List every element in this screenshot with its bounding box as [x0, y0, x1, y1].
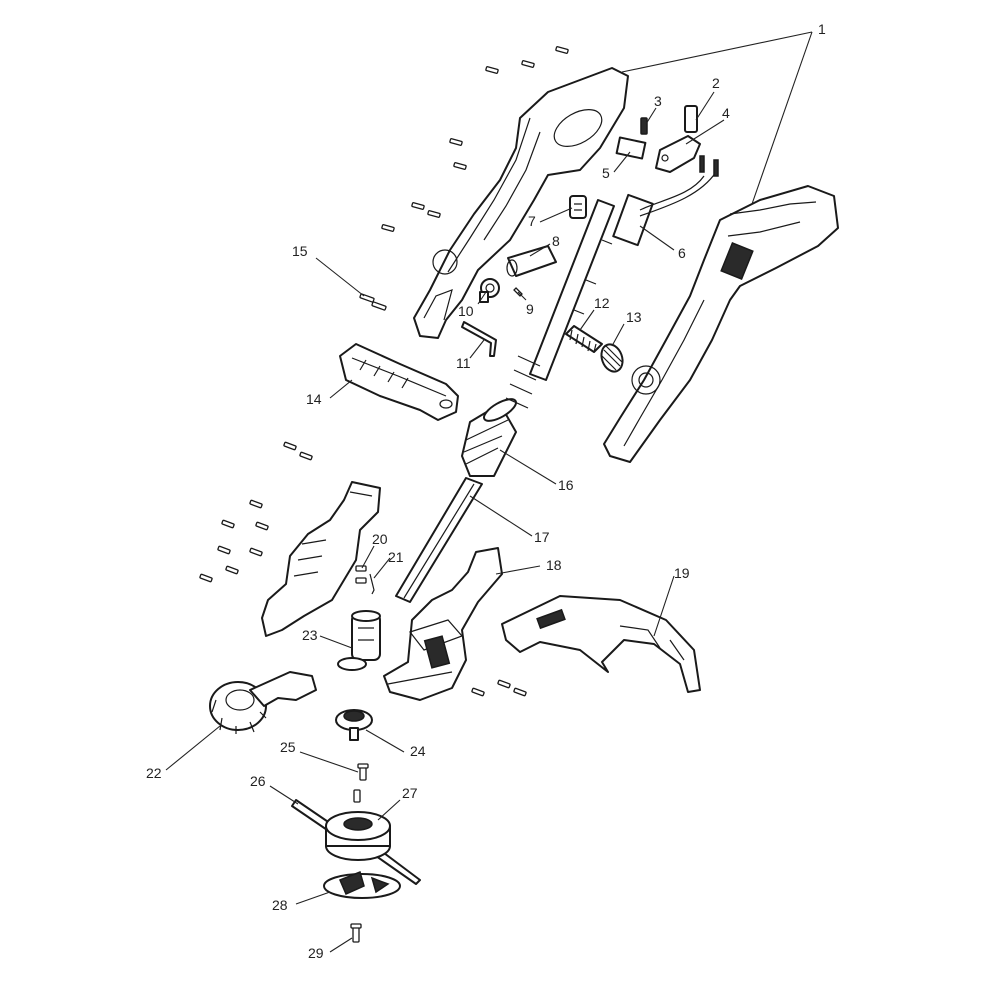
part-28-base-plate: [323, 870, 401, 899]
callout-1: 1: [818, 21, 826, 37]
part-14-front-grip: [339, 343, 459, 421]
lower-housing-left: [261, 481, 381, 637]
part-19-guard: [501, 595, 701, 693]
callout-16: 16: [558, 477, 574, 493]
callout-28: 28: [272, 897, 288, 913]
part-24-gear: [335, 709, 373, 741]
callout-25: 25: [280, 739, 296, 755]
screw-group-lower: [471, 679, 527, 697]
callout-labels: 1 2 3 4 5 6 7 8 9 10 11 12 13 14 15 16 1…: [146, 21, 826, 961]
callout-11: 11: [456, 355, 471, 371]
callout-24: 24: [410, 743, 426, 759]
part-20-screw: [355, 565, 367, 584]
callout-13: 13: [626, 309, 642, 325]
callout-8: 8: [552, 233, 560, 249]
callout-12: 12: [594, 295, 610, 311]
callout-20: 20: [372, 531, 388, 547]
callout-7: 7: [528, 213, 536, 229]
callout-26: 26: [250, 773, 266, 789]
callout-2: 2: [712, 75, 720, 91]
part-13-gear-bushing: [600, 343, 624, 373]
part-6-wiring-harness: [612, 155, 719, 247]
part-5-switch-block: [615, 136, 647, 160]
callout-5: 5: [602, 165, 610, 181]
part-22-edging-wheel: [209, 671, 317, 734]
part-7-connector: [569, 195, 587, 219]
callout-18: 18: [546, 557, 562, 573]
callout-15: 15: [292, 243, 308, 259]
part-27-blade-head: [325, 789, 391, 861]
part-4-trigger-lever: [655, 135, 701, 173]
leader-lines: [165, 31, 813, 953]
callout-10: 10: [458, 303, 474, 319]
screw-group-top: [381, 46, 569, 232]
part-21-clip: [369, 573, 375, 595]
part-23-motor: [337, 610, 381, 671]
part-12-compression-spring: [565, 325, 603, 353]
part-2-spring: [684, 105, 698, 133]
part-11-hex-key: [461, 321, 497, 357]
callout-21: 21: [388, 549, 404, 565]
part-1-right-handle-housing: [603, 185, 839, 463]
callout-17: 17: [534, 529, 550, 545]
part-8-tube-clamp: [506, 245, 557, 277]
part-25-bolt: [357, 763, 369, 781]
upper-shaft-tube: [505, 199, 615, 409]
callout-9: 9: [526, 301, 534, 317]
screw-group-middle: [199, 441, 313, 583]
callout-27: 27: [402, 785, 418, 801]
part-17-lower-shaft-tube: [395, 477, 483, 603]
part-1-left-handle-housing: [413, 67, 629, 339]
callout-4: 4: [722, 105, 730, 121]
part-3-pin: [640, 117, 648, 135]
part-16-shaft-collar: [461, 398, 517, 477]
part-29-screw: [350, 923, 362, 943]
callout-3: 3: [654, 93, 662, 109]
callout-29: 29: [308, 945, 324, 961]
callout-14: 14: [306, 391, 322, 407]
callout-6: 6: [678, 245, 686, 261]
callout-23: 23: [302, 627, 318, 643]
part-10-knob: [479, 278, 500, 303]
callout-19: 19: [674, 565, 690, 581]
part-18-motor-housing: [383, 547, 503, 701]
callout-22: 22: [146, 765, 162, 781]
